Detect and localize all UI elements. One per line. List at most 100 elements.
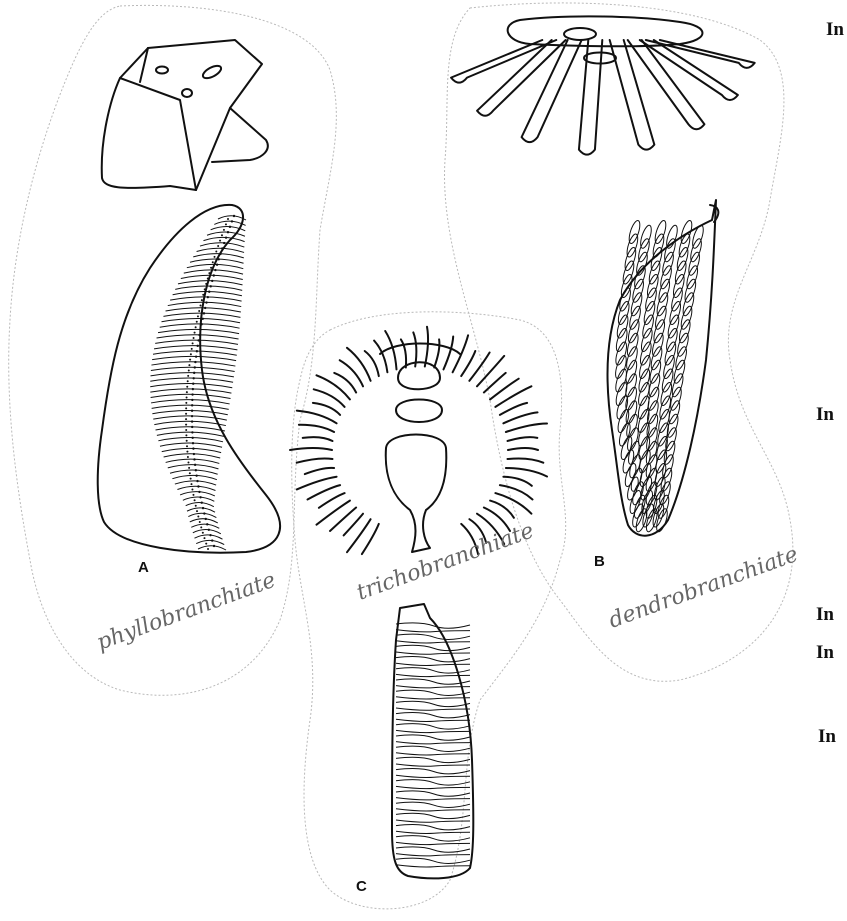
axis-dot xyxy=(193,458,195,460)
filament-scale xyxy=(662,238,677,263)
axis-dot xyxy=(190,483,192,485)
lamella-line xyxy=(218,216,246,220)
filament-band xyxy=(396,719,470,721)
axis-dot xyxy=(199,305,201,307)
lamella-line xyxy=(180,492,215,496)
filament-scale xyxy=(647,260,662,285)
filament-scale xyxy=(653,305,668,330)
axis-dot xyxy=(199,328,201,330)
axis-dot xyxy=(203,537,205,539)
axis-dot xyxy=(207,278,209,280)
lamella-line xyxy=(151,400,230,404)
filament-scale xyxy=(677,319,692,344)
margin-fragment-1: In xyxy=(826,19,844,40)
filament-band xyxy=(396,809,470,811)
axis-dot xyxy=(216,263,218,265)
lamella-line xyxy=(168,465,219,469)
dendrobranch-cross-section xyxy=(451,16,755,154)
filament-scale xyxy=(621,260,636,285)
filament-band xyxy=(396,813,470,818)
axis-dot xyxy=(205,543,207,545)
axis-dot xyxy=(210,267,212,269)
fringe-filament xyxy=(461,351,475,376)
trichobranch-filament-bands xyxy=(396,623,470,867)
panel-letter-b: B xyxy=(594,553,605,570)
axis-dot xyxy=(204,307,206,309)
panel-letter-a: A xyxy=(138,559,149,576)
fringe-filament xyxy=(303,437,333,441)
filament-scale xyxy=(632,494,647,519)
axis-dot xyxy=(202,294,204,296)
axis-dot xyxy=(187,375,189,377)
lamella-line xyxy=(190,519,218,523)
filament-band xyxy=(396,730,470,732)
filament-scale xyxy=(661,251,676,276)
branch-arm xyxy=(628,40,705,129)
axis-dot xyxy=(208,291,210,293)
axis-dot xyxy=(218,258,220,260)
axis-dot xyxy=(213,545,215,547)
filament-scale xyxy=(641,314,656,339)
axis-dot xyxy=(192,447,194,449)
branch-arm xyxy=(451,40,556,83)
lamella-line xyxy=(184,270,243,274)
axis-dot xyxy=(186,386,188,388)
axis-dot xyxy=(191,420,193,422)
filament-scale xyxy=(668,300,683,325)
axis-dot xyxy=(197,345,199,347)
handwritten-label-b: dendrobranchiate xyxy=(606,542,802,634)
axis-dot xyxy=(185,418,187,420)
axis-dot xyxy=(195,469,197,471)
axis-dot xyxy=(200,323,202,325)
margin-fragment-5: In xyxy=(818,726,836,747)
axis-dot xyxy=(186,397,188,399)
filament-band xyxy=(396,854,470,856)
margin-fragment-2: In xyxy=(816,404,834,425)
filament-scale xyxy=(629,292,644,317)
lamella-line xyxy=(178,281,243,285)
margin-fragment-3: In xyxy=(816,604,834,625)
axis-dot xyxy=(194,361,196,363)
fringe-filament xyxy=(506,424,547,433)
fringe-filament xyxy=(299,425,334,432)
filament-band xyxy=(396,865,470,867)
filament-scale xyxy=(679,219,694,244)
lamella-line xyxy=(154,421,226,425)
axis-dot xyxy=(191,393,193,395)
filament-scale xyxy=(651,233,666,258)
axis-dot xyxy=(217,245,219,247)
filament-band xyxy=(396,847,470,852)
filament-scale xyxy=(664,327,679,352)
phyllobranch-gill xyxy=(98,205,280,553)
axis-dot xyxy=(210,285,212,287)
axis-dot xyxy=(195,505,197,507)
axis-dot xyxy=(196,510,198,512)
axis-dot xyxy=(227,218,229,220)
axis-dot xyxy=(196,321,198,323)
axis-dot xyxy=(185,402,187,404)
lamella-line xyxy=(162,448,221,452)
filament-band xyxy=(396,786,470,788)
axis-dot xyxy=(187,380,189,382)
lamella-line xyxy=(170,297,241,301)
fringe-filament xyxy=(297,411,337,424)
lamella-line xyxy=(203,237,244,241)
axis-dot xyxy=(201,502,203,504)
filament-band xyxy=(396,824,470,829)
filament-scale xyxy=(666,314,681,339)
axis-dot xyxy=(191,348,193,350)
lamella-line xyxy=(150,383,232,387)
lamella-line xyxy=(183,497,214,501)
axis-dot xyxy=(223,229,225,231)
filament-band xyxy=(396,656,470,661)
filament-scale xyxy=(655,292,670,317)
axis-dot xyxy=(214,269,216,271)
filament-scale xyxy=(689,238,704,263)
fringe-filament xyxy=(297,458,333,462)
lamella-line xyxy=(200,243,244,247)
axis-dot xyxy=(191,488,193,490)
fringe-filament xyxy=(334,373,356,393)
filament-band xyxy=(396,630,470,632)
lamella-line xyxy=(193,530,221,534)
filament-scale xyxy=(623,246,638,271)
